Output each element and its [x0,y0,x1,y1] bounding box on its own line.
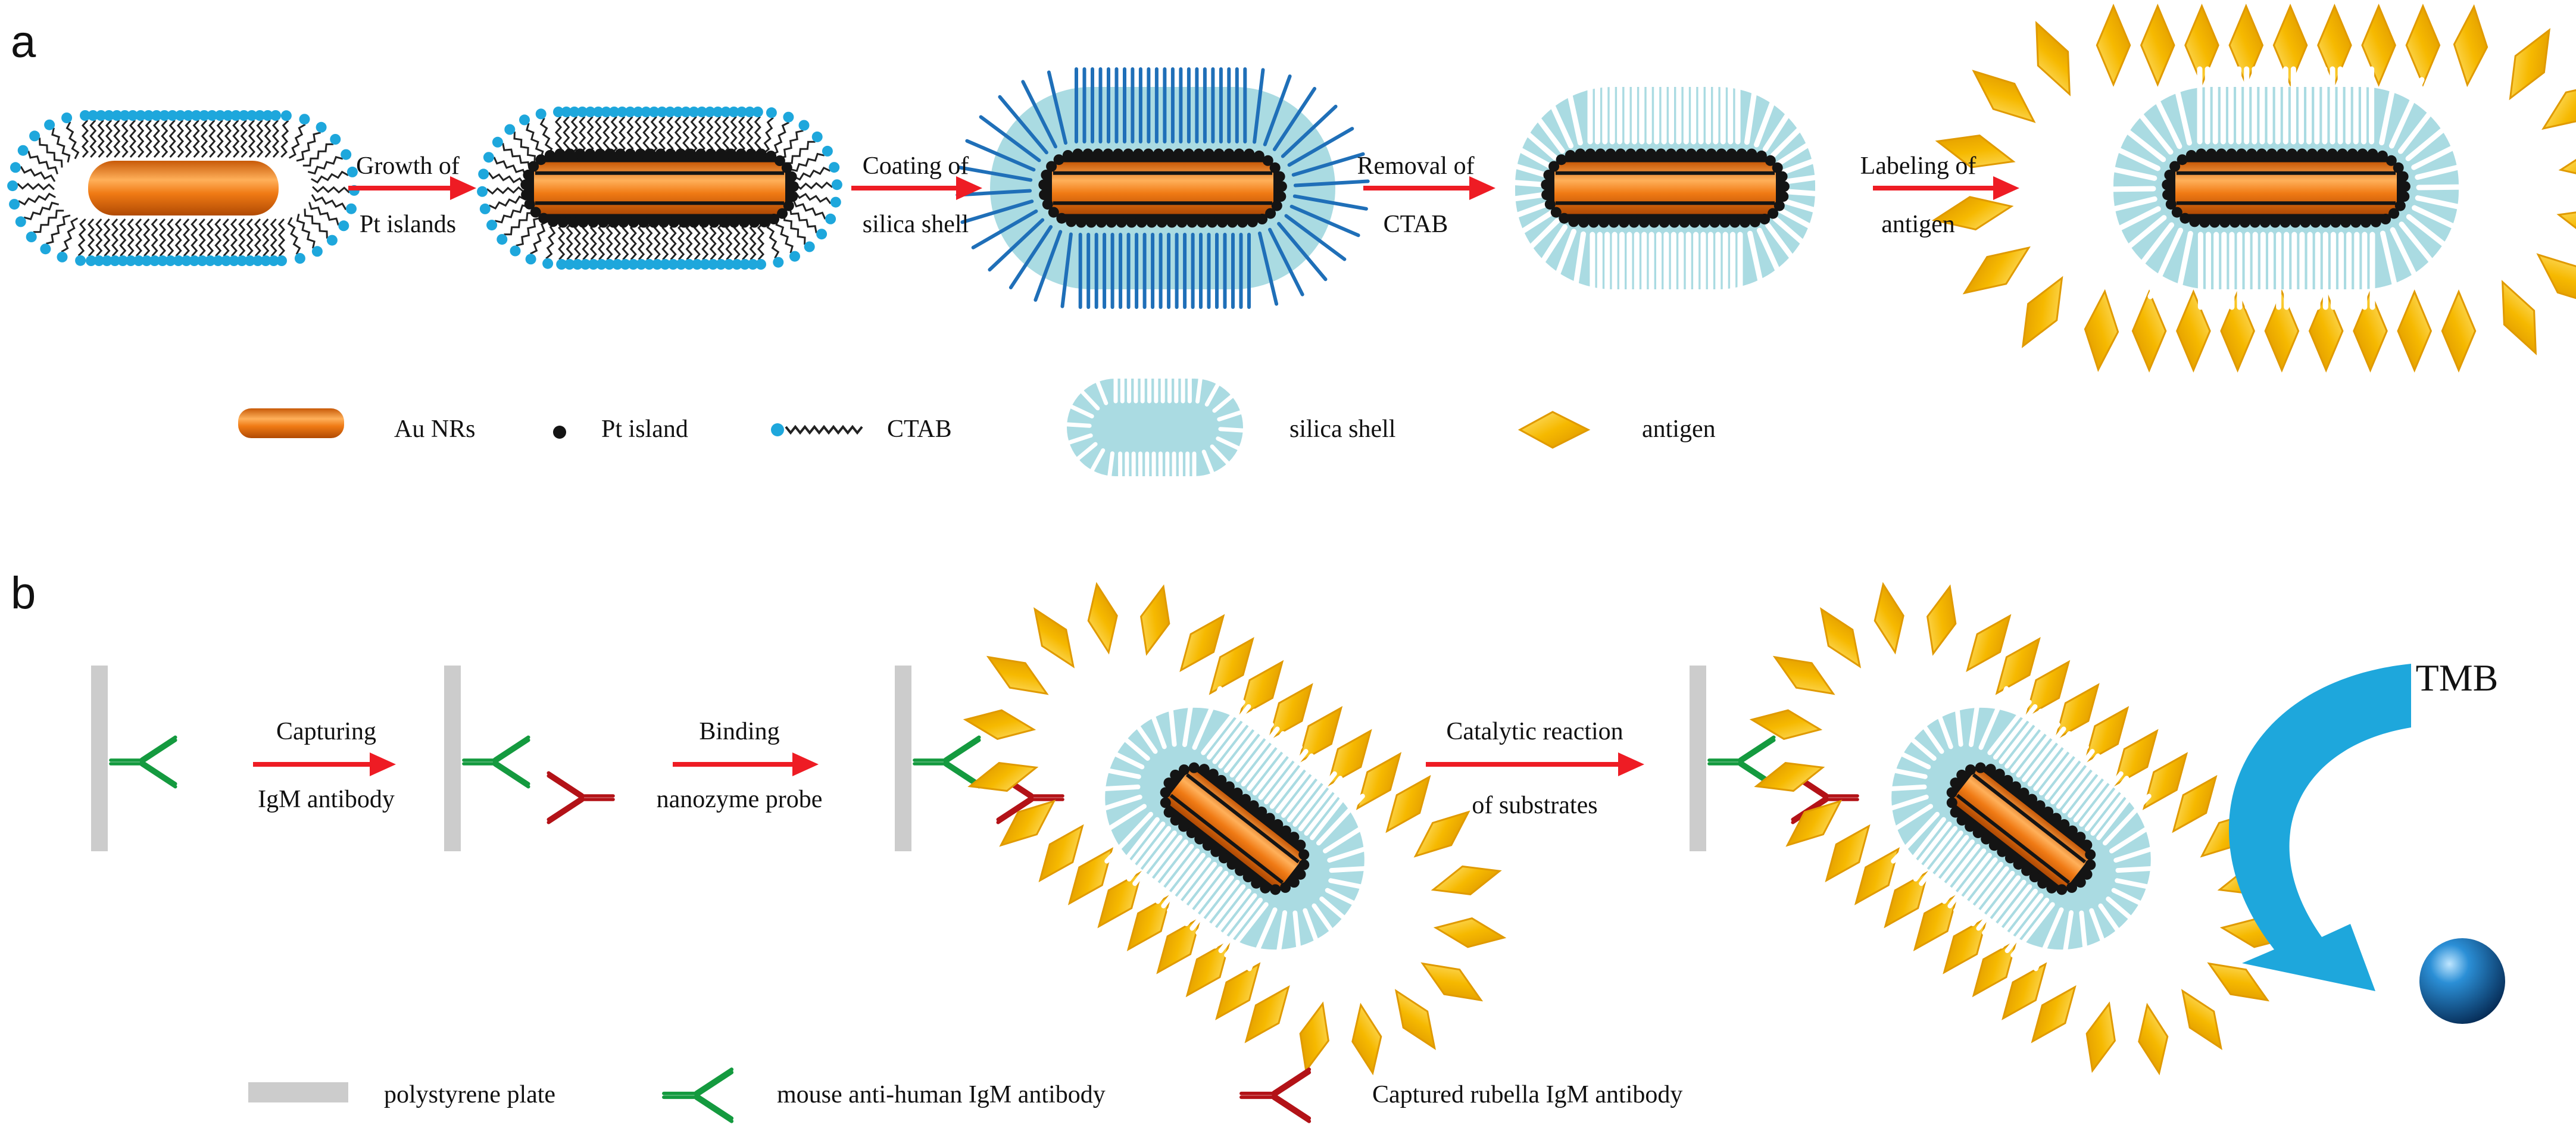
antigen-diamond-icon [1518,411,1591,449]
pt-decorated-nanorod [1160,762,1310,895]
arrow-icon [673,752,819,776]
red-antibody-icon [1239,1067,1312,1123]
gold-nanorod [88,161,279,215]
antigen-ring [1749,582,2293,1076]
step-a3-line2: CTAB [1384,211,1448,238]
legend-item-ctab: CTAB [771,416,952,443]
antigen-ring [1931,4,2576,373]
step-b1: Capturing IgM antibody [253,718,396,813]
legend-a: Au NRs Pt island CTAB silica shell antig… [238,366,1716,489]
silica-pores [1857,677,2185,980]
arrow-icon [253,752,396,776]
gold-nanorod-icon [238,408,344,438]
step-b2-line2: nanozyme probe [657,786,823,813]
step-b3: Catalytic reaction of substrates [1426,718,1644,819]
pt-decorated-nanorod [1038,148,1287,228]
curved-arrow-icon [2228,664,2411,991]
step-b2-line1: Binding [699,718,779,745]
particle-au-pt-ctab [477,107,842,270]
ctab-molecule-icon [771,423,863,436]
silica-pores [2078,66,2494,310]
step-a2: Coating of silica shell [851,152,982,238]
tmb-label: TMB [2416,657,2499,699]
arrow-icon [1873,176,2019,200]
arrow-icon [1363,176,1495,200]
plate-1 [91,666,177,851]
legend-item-silica-shell [1054,366,1256,489]
legend-item-pt-island: Pt island [553,416,688,443]
nanozyme-probe-catalysis [1749,582,2293,1076]
arrow-icon [348,176,476,200]
step-a1-line1: Growth of [356,152,460,180]
legend-item-au-nrs: Au NRs [238,408,476,443]
green-antibody-icon [662,1067,734,1123]
step-a3-line1: Removal of [1357,152,1474,180]
polystyrene-plate [895,666,911,851]
polystyrene-plate [91,666,108,851]
particle-au-ctab [7,110,360,266]
step-b3-line1: Catalytic reaction [1446,718,1623,745]
legend-item-rubella-antibody: Captured rubella IgM antibody [1239,1067,1682,1123]
green-antibody-icon [109,735,177,789]
step-b1-line1: Capturing [276,718,376,745]
antigen-ring [963,582,1507,1076]
particle-mesoporous-silica [1469,66,1862,310]
particle-silica-ctab [956,67,1370,309]
silica-pores [1469,66,1862,310]
polystyrene-plate [444,666,461,851]
particle-antigen-labeled [1931,4,2576,373]
pt-decorated-nanorod [2162,148,2410,228]
pt-decorated-nanorod [520,148,799,228]
oxidized-tmb-sphere [2419,938,2505,1024]
tmb-conversion: TMB [2228,657,2505,1024]
ctab-layer [477,107,842,270]
silica-pores [1071,677,1398,980]
plate-bar-icon [248,1082,348,1102]
plate-2 [444,666,615,851]
pt-dot-icon [553,426,566,439]
polystyrene-plate [1690,666,1706,851]
step-a2-line1: Coating of [863,152,969,180]
legend-item-antigen: antigen [1518,411,1716,449]
pt-decorated-nanorod [1541,148,1790,228]
silica-shell-icon [1067,379,1243,476]
panel-b-letter: b [11,568,36,619]
nanozyme-probe-bound [963,582,1507,1076]
step-a4: Labeling of antigen [1860,152,2019,238]
step-a4-line2: antigen [1881,211,1955,238]
step-a3: Removal of CTAB [1357,152,1495,238]
step-a4-line1: Labeling of [1860,152,1977,180]
legend-label-au-nrs: Au NRs [394,416,476,443]
legend-label-silica-shell: silica shell [1289,416,1395,443]
step-a1: Growth of Pt islands [348,152,476,238]
legend-item-mouse-antibody: mouse anti-human IgM antibody [662,1067,1106,1123]
step-b1-line2: IgM antibody [258,786,395,813]
step-b3-line2: of substrates [1472,792,1597,819]
ctab-channels [956,67,1370,309]
silica-pores [1054,366,1256,489]
step-a2-line2: silica shell [863,211,969,238]
legend-label-ctab: CTAB [887,416,952,443]
legend-b: polystyrene plate mouse anti-human IgM a… [248,1067,1682,1123]
green-antibody-icon [462,735,530,789]
pt-decorated-nanorod [1946,762,2096,895]
step-b2: Binding nanozyme probe [657,718,823,813]
red-antibody-icon [547,771,615,824]
legend-label-plate: polystyrene plate [384,1081,555,1108]
legend-item-plate: polystyrene plate [248,1081,555,1108]
step-a1-line2: Pt islands [360,211,456,238]
green-antibody-icon [913,735,981,789]
arrow-icon [851,176,982,200]
ctab-layer [7,110,360,266]
legend-label-mouse-antibody: mouse anti-human IgM antibody [777,1081,1106,1108]
legend-label-pt-island: Pt island [601,416,688,443]
panel-a-letter: a [11,17,36,67]
arrow-icon [1426,752,1644,776]
legend-label-antigen: antigen [1642,416,1716,443]
legend-label-rubella-antibody: Captured rubella IgM antibody [1372,1081,1682,1108]
